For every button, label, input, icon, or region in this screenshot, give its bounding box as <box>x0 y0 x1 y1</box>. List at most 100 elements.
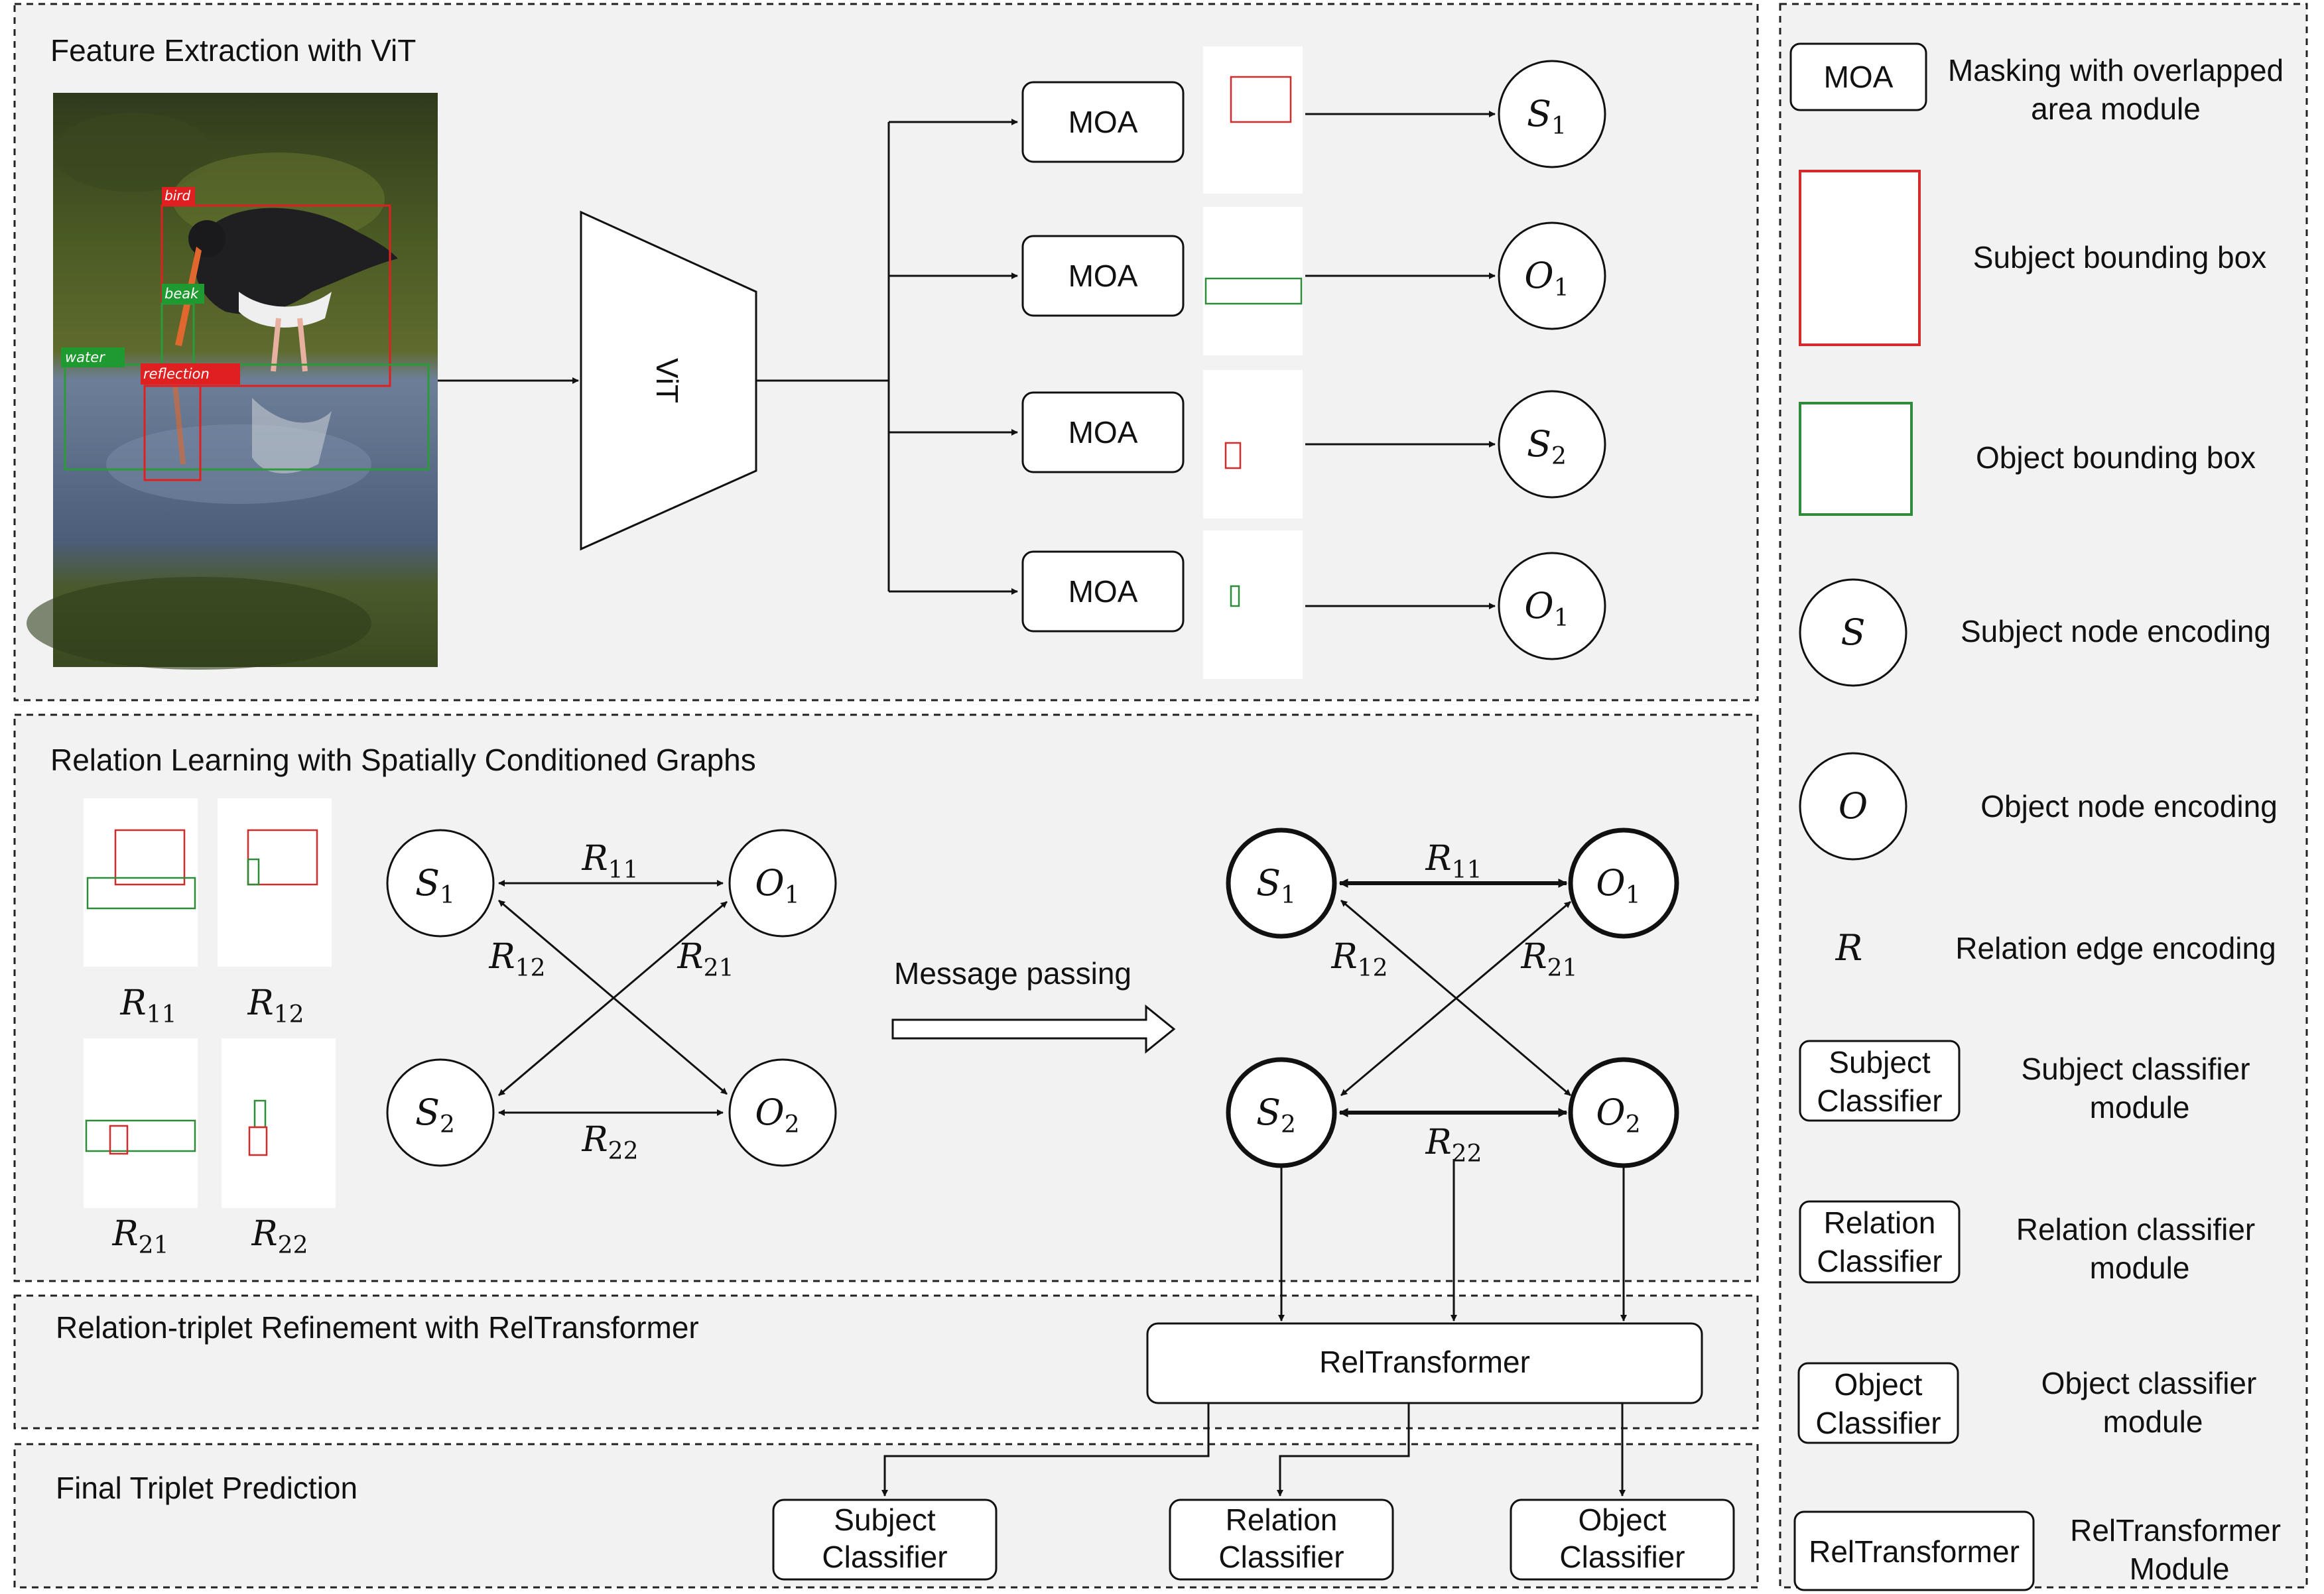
svg-text:S1: S1 <box>1256 862 1296 909</box>
legend-moa: MOA Masking with overlapped area module <box>1789 42 2284 126</box>
graph-after: S1 O1 S2 O2 R11 R12 R21 R22 <box>1226 828 1679 1168</box>
legend-object-box: Object bounding box <box>1799 402 2256 516</box>
svg-text:R11: R11 <box>582 839 639 884</box>
svg-text:Classifier: Classifier <box>1817 1244 1942 1278</box>
svg-text:Object node encoding: Object node encoding <box>1980 789 2278 824</box>
node-s1-refined <box>1226 828 1337 939</box>
edge-r21-refined <box>1340 900 1571 1097</box>
svg-text:R12: R12 <box>1331 937 1388 982</box>
node-s2 <box>386 1058 495 1167</box>
mask-thumbnails <box>1203 46 1303 679</box>
moa-box-4: MOA <box>1021 550 1185 633</box>
svg-text:S1: S1 <box>1527 93 1567 140</box>
relation-classifier: Relation Classifier <box>1169 1499 1394 1581</box>
message-passing-arrow <box>891 1004 1176 1054</box>
svg-text:R21: R21 <box>112 1214 169 1259</box>
moa-box-1: MOA <box>1021 81 1185 163</box>
section-title-refine: Relation-triplet Refinement with RelTran… <box>56 1310 699 1345</box>
svg-text:Subject node encoding: Subject node encoding <box>1961 614 2271 648</box>
svg-text:R22: R22 <box>1425 1123 1482 1168</box>
svg-text:Classifier: Classifier <box>1218 1540 1344 1574</box>
svg-text:R: R <box>1835 927 1863 969</box>
node-o1-refined <box>1568 828 1679 939</box>
vit-block <box>580 210 757 551</box>
legend-relation-classifier: Relation Classifier Relation classifier … <box>1799 1200 2255 1285</box>
section-title-relation: Relation Learning with Spatially Conditi… <box>50 743 756 777</box>
svg-text:S1: S1 <box>415 862 455 909</box>
svg-text:Classifier: Classifier <box>1559 1540 1685 1574</box>
moa-boxes: MOA MOA MOA MOA <box>1021 81 1185 633</box>
svg-text:Relation classifier: Relation classifier <box>2016 1212 2255 1247</box>
svg-text:module: module <box>2090 1090 2190 1125</box>
svg-text:Subject classifier: Subject classifier <box>2021 1052 2250 1086</box>
svg-text:RelTransformer: RelTransformer <box>2070 1513 2281 1548</box>
svg-text:Object bounding box: Object bounding box <box>1976 440 2256 475</box>
svg-text:area module: area module <box>2031 92 2201 126</box>
legend-subject-node: S Subject node encoding <box>1799 578 2271 687</box>
node-o2-refined <box>1568 1057 1679 1168</box>
arrows-to-classifiers <box>881 1403 1626 1497</box>
svg-text:Object classifier: Object classifier <box>2041 1366 2257 1400</box>
arrows-to-reltransformer <box>1278 1159 1627 1321</box>
node-s2-refined <box>1226 1057 1337 1168</box>
thumb-r21: R21 <box>84 1038 198 1259</box>
svg-text:O1: O1 <box>1524 255 1569 302</box>
label-bird: bird <box>164 188 190 204</box>
svg-text:Relation edge encoding: Relation edge encoding <box>1955 931 2276 965</box>
svg-text:S: S <box>1841 611 1866 653</box>
svg-text:S2: S2 <box>1527 423 1567 470</box>
svg-text:Module: Module <box>2130 1552 2230 1586</box>
svg-text:S2: S2 <box>1256 1091 1296 1138</box>
svg-text:R22: R22 <box>582 1120 639 1165</box>
legend-object-classifier: Object Classifier Object classifier modu… <box>1797 1362 2257 1444</box>
label-reflection: reflection <box>143 366 210 382</box>
svg-text:Subject bounding box: Subject bounding box <box>1973 240 2266 275</box>
reltransformer-block: RelTransformer <box>1146 1322 1703 1404</box>
svg-text:R12: R12 <box>489 937 546 982</box>
edge-r21 <box>498 900 728 1097</box>
legend-object-node: O Object node encoding <box>1799 752 2278 861</box>
relation-thumbnails: R11 R12 R21 R22 <box>84 798 336 1259</box>
input-photo: bird beak water reflection <box>27 93 438 670</box>
svg-text:Classifier: Classifier <box>1817 1083 1942 1118</box>
graph-before: S1 O1 S2 O2 R11 R12 R21 R22 <box>386 829 837 1167</box>
node-o1 <box>728 829 837 938</box>
moa-label: MOA <box>1068 105 1138 139</box>
svg-text:module: module <box>2090 1251 2190 1285</box>
label-beak: beak <box>164 286 199 302</box>
svg-text:R22: R22 <box>251 1214 308 1259</box>
legend: MOA Masking with overlapped area module … <box>1789 42 2284 1591</box>
svg-text:Subject: Subject <box>834 1502 936 1537</box>
svg-text:R11: R11 <box>1425 839 1482 884</box>
moa-label: MOA <box>1068 259 1138 293</box>
output-node-s2: S2 <box>1498 390 1606 499</box>
svg-text:R21: R21 <box>677 937 734 982</box>
svg-text:Object: Object <box>1579 1502 1667 1537</box>
svg-text:RelTransformer: RelTransformer <box>1809 1534 2020 1569</box>
svg-text:Relation: Relation <box>1226 1502 1338 1537</box>
thumb-r12: R12 <box>218 798 332 1028</box>
thumb-r22: R22 <box>222 1038 336 1259</box>
vit-bus <box>756 119 1018 595</box>
section-title-feature: Feature Extraction with ViT <box>50 33 416 68</box>
svg-text:Masking with overlapped: Masking with overlapped <box>1948 53 2284 88</box>
thumb-r11: R11 <box>84 798 198 1028</box>
legend-reltransformer: RelTransformer RelTransformer Module <box>1793 1510 2281 1591</box>
svg-text:Classifier: Classifier <box>1815 1406 1941 1440</box>
output-arrows <box>1305 111 1496 609</box>
node-s1 <box>386 829 495 938</box>
section-title-final: Final Triplet Prediction <box>56 1471 357 1505</box>
vit-label: ViT <box>650 358 684 403</box>
reltransformer-label: RelTransformer <box>1319 1345 1530 1379</box>
svg-text:O2: O2 <box>1596 1091 1640 1138</box>
object-classifier: Object Classifier <box>1510 1499 1735 1581</box>
svg-text:O1: O1 <box>1524 585 1569 632</box>
svg-text:MOA: MOA <box>1824 60 1894 94</box>
moa-box-2: MOA <box>1021 235 1185 317</box>
subject-classifier: Subject Classifier <box>772 1499 998 1581</box>
label-water: water <box>65 349 105 365</box>
moa-box-3: MOA <box>1021 391 1185 473</box>
svg-text:R21: R21 <box>1521 937 1578 982</box>
svg-text:O2: O2 <box>755 1091 799 1138</box>
